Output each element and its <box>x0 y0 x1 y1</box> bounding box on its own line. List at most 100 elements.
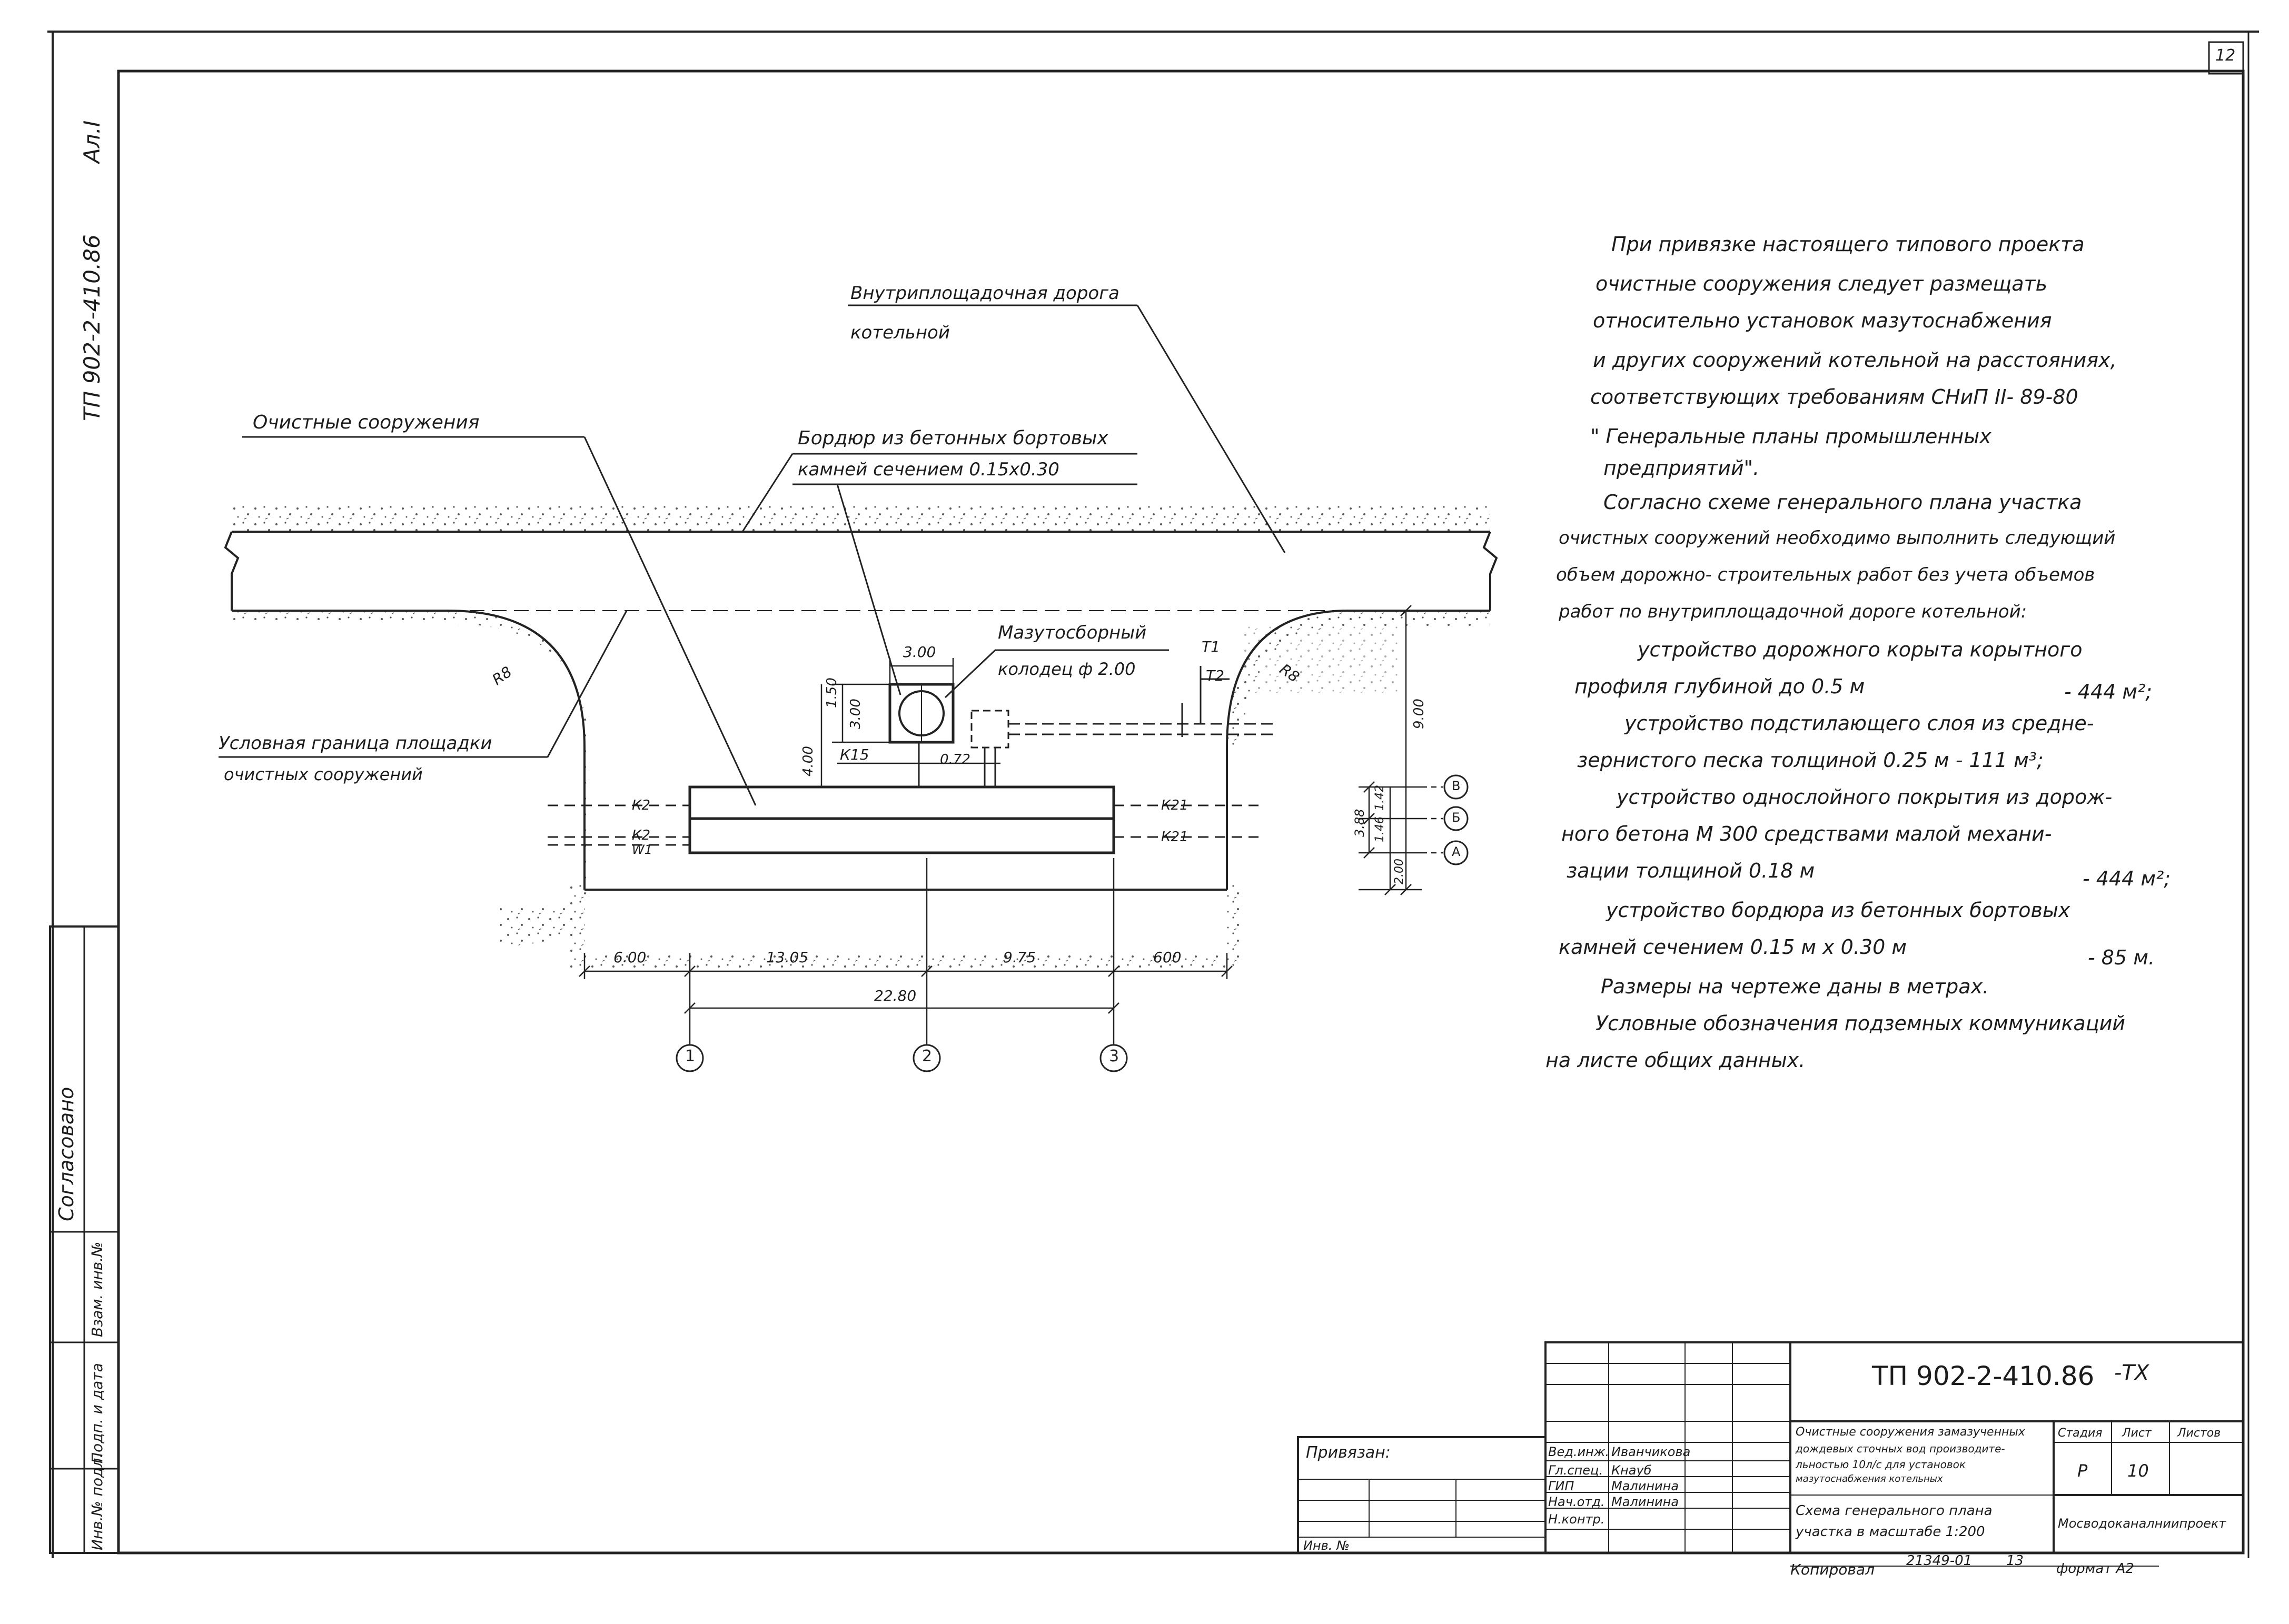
note-line: - 85 м. <box>2088 946 2155 969</box>
note-line: зации толщиной 0.18 м <box>1567 859 1815 882</box>
note-line: При привязке настоящего типового проекта <box>1611 233 2085 256</box>
note-line: - 444 м²; <box>2064 680 2153 703</box>
note-line: и других сооружений котельной на расстоя… <box>1593 348 2117 372</box>
copied-page: 13 <box>2006 1553 2024 1569</box>
fuel-collecting-well <box>888 683 955 744</box>
side-field-replace: Взам. инв.№ <box>88 1241 106 1337</box>
name-cell: Кнауб <box>1611 1463 1652 1478</box>
dim-total: 22.80 <box>874 987 917 1004</box>
axis-label-b: Б <box>1452 810 1461 825</box>
note-line: - 444 м²; <box>2083 867 2171 890</box>
axis-label-1: 1 <box>685 1047 696 1065</box>
road <box>224 531 1498 891</box>
name-cell: Иванчикова <box>1611 1444 1691 1459</box>
side-album: Ал.I <box>79 120 105 163</box>
dim-well-height: 3.00 <box>848 699 864 729</box>
ground-hatching <box>232 505 1490 969</box>
name-cell: Малинина <box>1611 1495 1679 1509</box>
note-line: устройство подстилающего слоя из средне- <box>1624 712 2094 735</box>
label-well1: Мазутосборный <box>998 622 1147 643</box>
dim-well-width: 3.00 <box>903 643 936 661</box>
label-curb2: камней сечением 0.15х0.30 <box>798 459 1059 480</box>
role-label: Гл.спец. <box>1548 1463 1603 1478</box>
title-code: ТП 902-2-410.86 <box>1872 1361 2095 1391</box>
axis-label-2: 2 <box>922 1047 933 1065</box>
dim-b3: 9.75 <box>1003 949 1036 966</box>
side-field-inv: Инв.№ подл. <box>88 1453 106 1550</box>
sheet-value: 10 <box>2127 1461 2149 1481</box>
axis-label-v: В <box>1452 779 1461 793</box>
note-line: соответствующих требованиям СНиП II- 89-… <box>1590 385 2078 409</box>
side-agreed: Согласовано <box>55 1087 78 1221</box>
note-line: устройство дорожного корыта корытного <box>1638 638 2083 661</box>
axis-2-circle <box>913 1044 941 1072</box>
description-line: льностью 10л/с для установок <box>1796 1458 1966 1471</box>
axis-3-circle <box>1099 1044 1128 1072</box>
note-line: очистные сооружения следует размещать <box>1596 272 2048 295</box>
description-line: Очистные сооружения замазученных <box>1796 1426 2025 1439</box>
dim-right-height: 9.00 <box>1411 699 1427 729</box>
sheets-label: Листов <box>2177 1427 2221 1440</box>
privyazan-label: Привязан: <box>1306 1443 1391 1462</box>
title-code-suffix: -ТХ <box>2114 1361 2149 1385</box>
note-line: очистных сооружений необходимо выполнить… <box>1559 527 2116 549</box>
note-line: устройство бордюра из бетонных бортовых <box>1606 899 2070 922</box>
axis-bubbles <box>676 774 1469 1072</box>
dim-072: 0.72 <box>940 752 970 768</box>
axis-v-circle <box>1443 774 1469 800</box>
label-road: Внутриплощадочная дорога <box>850 283 1119 304</box>
label-treatment: Очистные сооружения <box>253 412 480 433</box>
label-w1: W1 <box>632 842 652 857</box>
description-line: мазутоснабжения котельных <box>1796 1473 1943 1484</box>
dim-well-distance: 4.00 <box>800 746 816 776</box>
axis-a-circle <box>1443 840 1469 865</box>
note-line: ного бетона М 300 средствами малой механ… <box>1561 822 2052 845</box>
copied-number: 21349-01 <box>1906 1553 1973 1569</box>
leader-lines <box>219 304 1286 806</box>
organization: Мосводоканалниипроект <box>2058 1516 2226 1531</box>
dim-142: 1.42 <box>1373 785 1386 811</box>
format-label: формат А2 <box>2056 1561 2134 1577</box>
note-line: Размеры на чертеже даны в метрах. <box>1601 975 1989 998</box>
label-t2: Т2 <box>1206 667 1224 684</box>
note-line: работ по внутриплощадочной дороге котель… <box>1559 601 2027 622</box>
dim-388: 3.88 <box>1352 809 1367 837</box>
sheet-label: Лист <box>2122 1427 2152 1440</box>
pipes <box>548 703 1274 846</box>
dim-b4: 600 <box>1153 949 1182 966</box>
note-line: Согласно схеме генерального плана участк… <box>1603 491 2082 514</box>
label-well2: колодец ф 2.00 <box>998 659 1136 679</box>
dim-b2: 13.05 <box>766 949 809 966</box>
stage-label: Стадия <box>2058 1427 2103 1440</box>
dim-b1: 6.00 <box>613 949 647 966</box>
label-k15: К15 <box>840 746 869 763</box>
note-line: зернистого песка толщиной 0.25 м - 111 м… <box>1577 749 2044 772</box>
label-boundary2: очистных сооружений <box>224 764 423 784</box>
stage-value: Р <box>2077 1461 2088 1481</box>
label-t1: Т1 <box>1202 638 1220 655</box>
label-curb1: Бордюр из бетонных бортовых <box>798 427 1108 449</box>
axis-b-circle <box>1443 806 1469 831</box>
label-k21-top: К21 <box>1161 798 1188 813</box>
side-project-code: ТП 902-2-410.86 <box>79 234 105 421</box>
label-road2: котельной <box>850 322 950 343</box>
note-line: относительно установок мазутоснабжения <box>1593 309 2052 332</box>
label-k2-top: К2 <box>632 798 651 813</box>
inv-label: Инв. № <box>1303 1538 1350 1553</box>
note-line: " Генеральные планы промышленных <box>1590 425 1991 448</box>
sheet-title-line: Схема генерального плана <box>1796 1503 1993 1519</box>
side-field-sign: Подп. и дата <box>88 1363 106 1463</box>
treatment-structure <box>688 785 1115 854</box>
label-k2-mid: К2 <box>632 828 651 843</box>
dimension-lines <box>579 605 1443 1058</box>
label-k21-mid: К21 <box>1161 829 1188 845</box>
outer-frame <box>47 31 2259 1558</box>
role-label: Нач.отд. <box>1548 1495 1605 1509</box>
copied-label: Копировал <box>1790 1561 1875 1578</box>
note-line: объем дорожно- строительных работ без уч… <box>1556 564 2095 585</box>
note-line: на листе общих данных. <box>1545 1049 1806 1072</box>
title-block-frame <box>1297 1341 2244 1554</box>
note-line: камней сечением 0.15 м х 0.30 м <box>1559 935 1907 959</box>
sheet-number: 12 <box>2215 46 2236 65</box>
